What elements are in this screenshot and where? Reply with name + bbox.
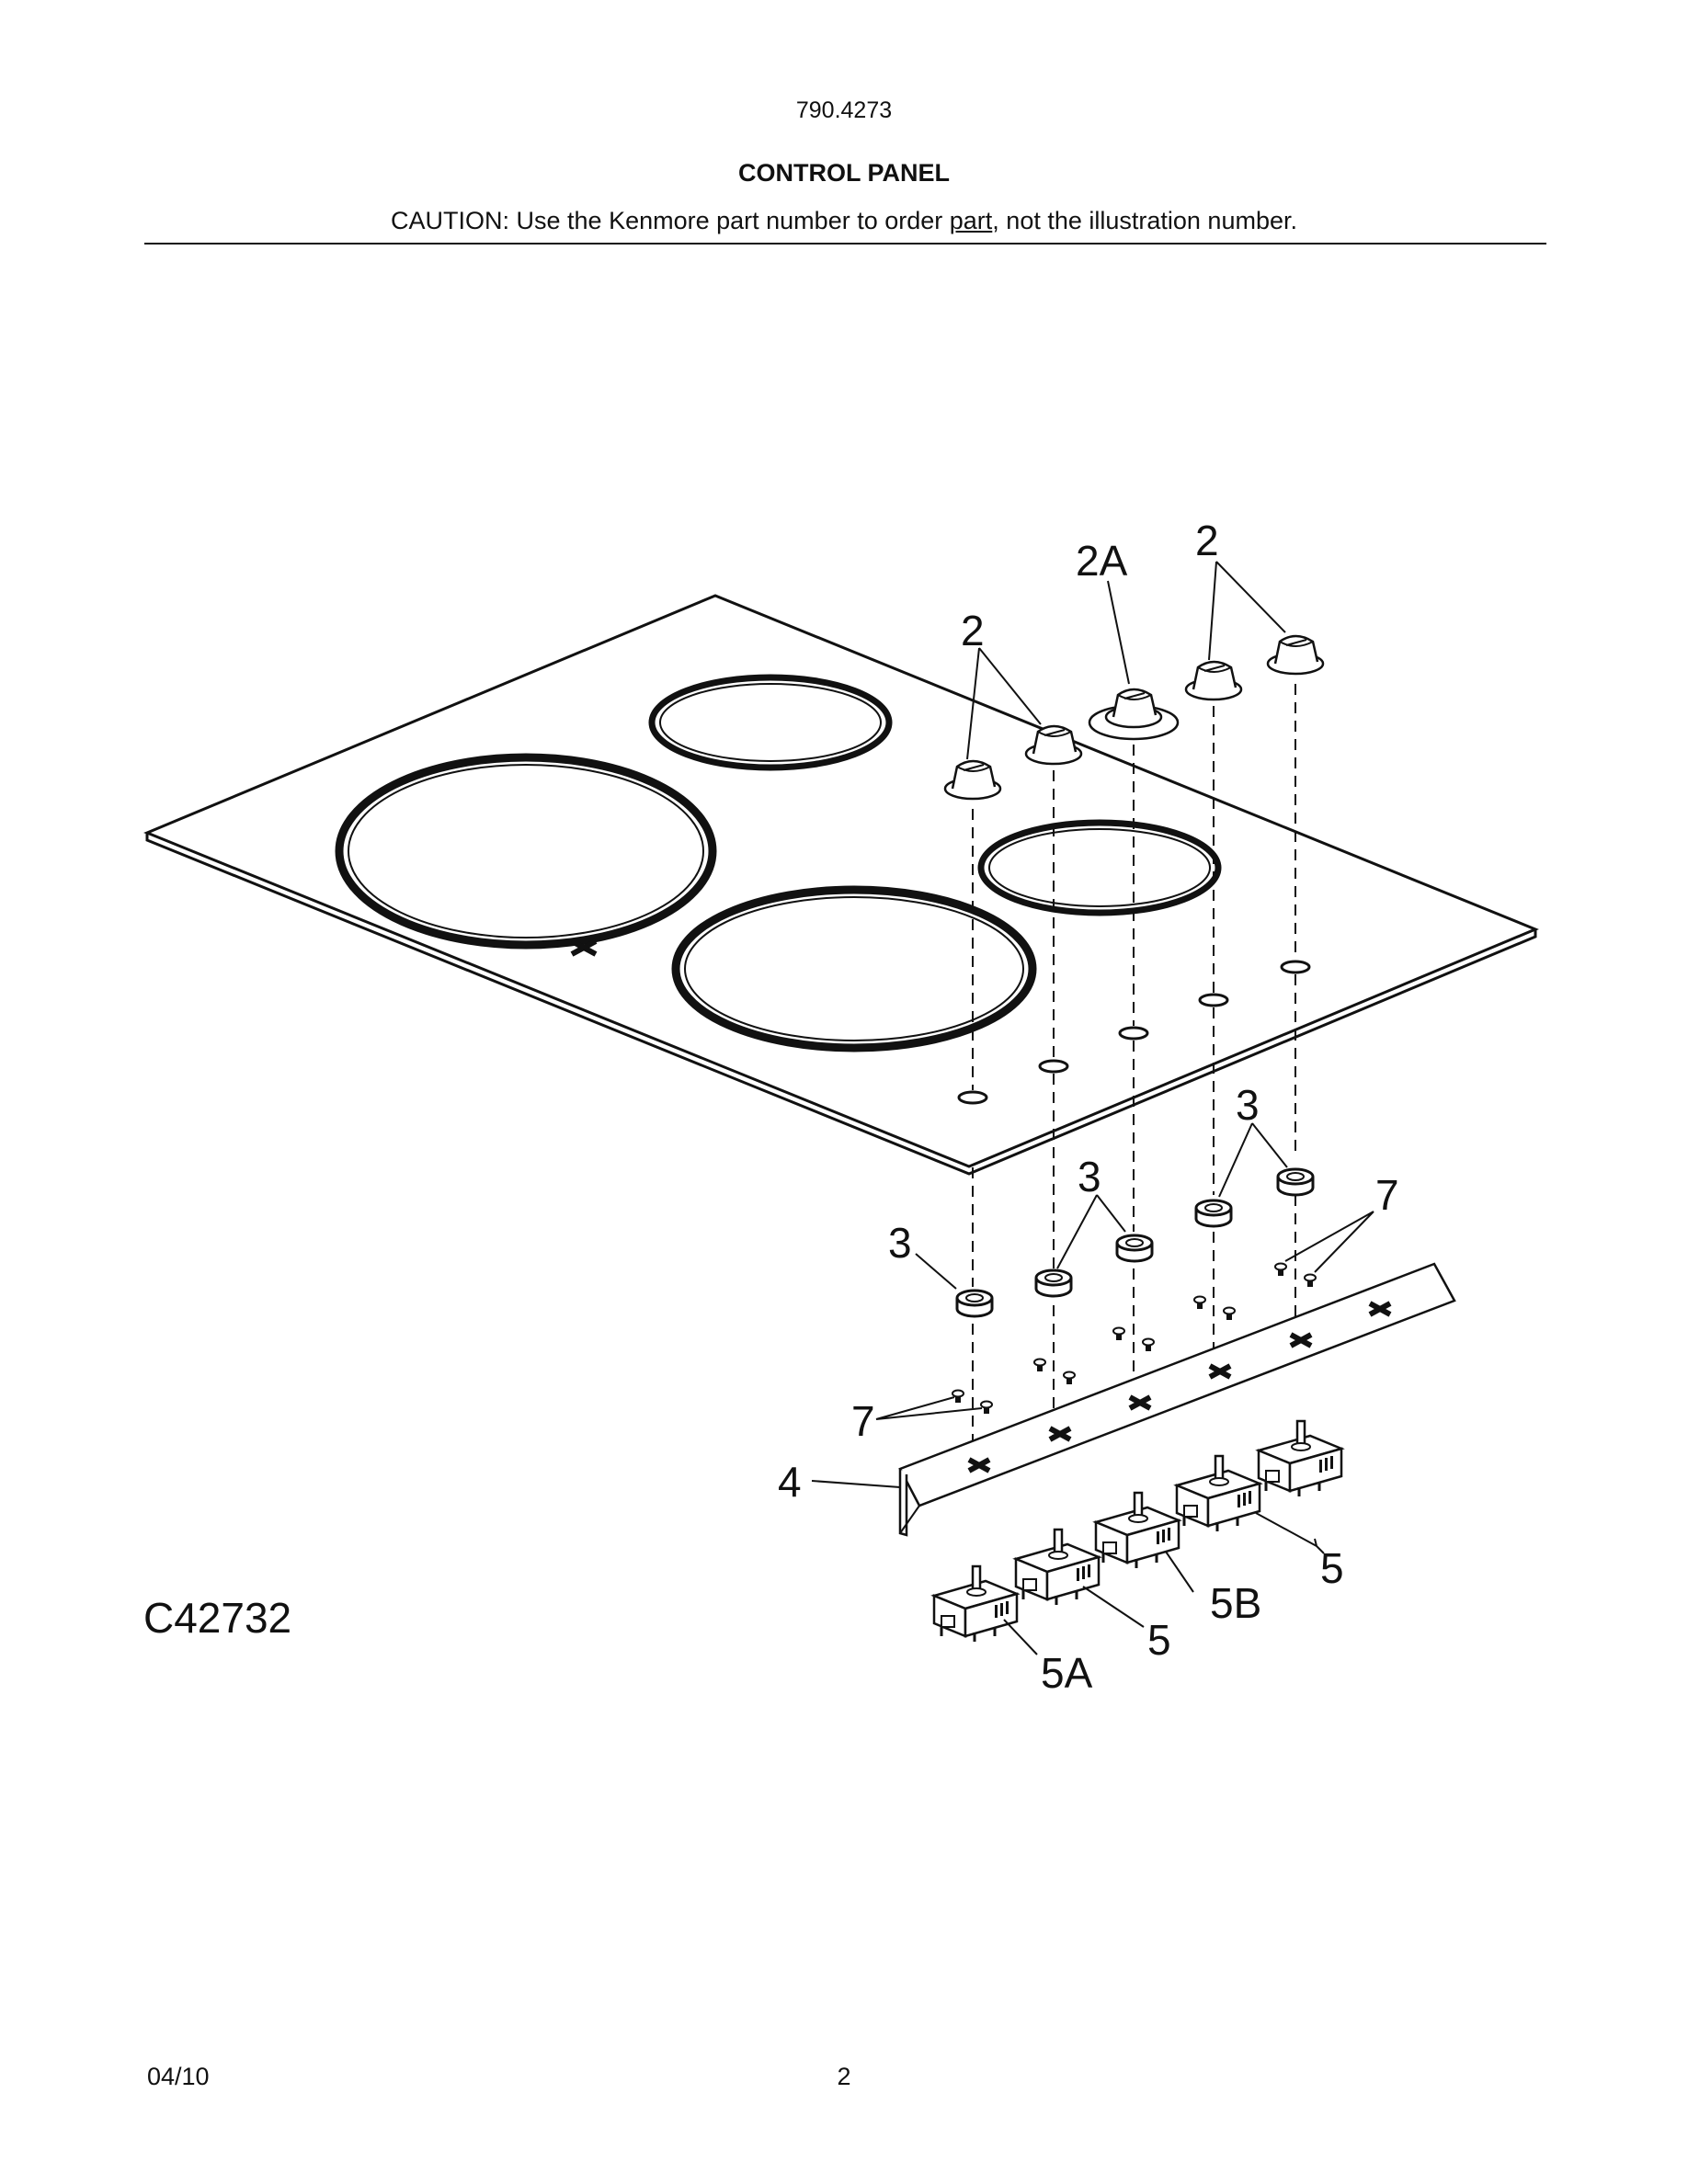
header-divider	[144, 243, 1546, 245]
screw-icon	[1223, 1306, 1236, 1321]
seal-icon	[955, 1289, 994, 1318]
knob-icon	[1266, 634, 1325, 676]
callout-switch-5a: 5A	[1041, 1649, 1093, 1697]
burner-element-right	[977, 819, 1222, 916]
screw-icon	[1063, 1371, 1076, 1385]
caution-text-after: , not the illustration number.	[992, 207, 1297, 234]
page-number: 2	[837, 2063, 851, 2090]
section-title: CONTROL PANEL	[737, 159, 950, 187]
model-number: 790.4273	[795, 97, 893, 123]
callout-switch-5-right: 5	[1320, 1544, 1344, 1592]
callout-screw-7-left: 7	[851, 1397, 875, 1445]
callout-seal-3-mid: 3	[1078, 1153, 1101, 1200]
callout-switch-5b: 5B	[1210, 1579, 1261, 1627]
callout-knob-2-right: 2	[1195, 517, 1219, 564]
seal-icon	[1194, 1199, 1233, 1228]
switch-icon	[1094, 1491, 1180, 1570]
callout-bracket-4: 4	[778, 1458, 802, 1506]
seal-icon	[1276, 1167, 1315, 1197]
hot-surface-mark	[570, 938, 598, 957]
knob-shaft-holes	[957, 960, 1311, 1105]
screw-icon	[1142, 1337, 1155, 1352]
callout-seal-3-right: 3	[1236, 1081, 1260, 1129]
switch-bracket	[898, 1262, 1456, 1537]
screw-icon	[1193, 1295, 1206, 1310]
callout-leaders	[811, 561, 1374, 1655]
cooktop-glass	[143, 594, 1539, 1176]
assembly-guide-lines	[972, 684, 1296, 1462]
callout-knob-2-left: 2	[961, 607, 985, 654]
callout-knob-2a: 2A	[1076, 537, 1128, 585]
screw-icon	[952, 1389, 964, 1404]
burner-element-back	[648, 674, 893, 771]
seal-icon	[1034, 1268, 1073, 1298]
screw-icon	[1112, 1326, 1125, 1341]
caution-text-before: CAUTION: Use the Kenmore part number to …	[391, 207, 950, 234]
callout-seal-3-left: 3	[888, 1219, 912, 1267]
switch-icon	[1257, 1419, 1343, 1498]
burner-element-front	[671, 885, 1037, 1052]
callout-screw-7-right: 7	[1375, 1171, 1399, 1219]
knob-icon	[1184, 660, 1243, 701]
switch-icon	[932, 1564, 1019, 1644]
switch-icon	[1175, 1454, 1261, 1533]
caution-note: CAUTION: Use the Kenmore part number to …	[0, 207, 1688, 235]
caution-text-underlined: part	[949, 207, 993, 234]
screw-icon	[1033, 1358, 1046, 1372]
seal-icon	[1115, 1234, 1154, 1263]
drawing-id: C42732	[143, 1594, 291, 1642]
switch-icon	[1014, 1528, 1101, 1607]
screw-icon	[1274, 1262, 1287, 1277]
callout-switch-5-mid: 5	[1147, 1616, 1171, 1664]
knob-2a-icon	[1088, 688, 1180, 741]
burner-element-left	[335, 753, 717, 950]
screw-icon	[980, 1400, 993, 1415]
footer-date: 04/10	[147, 2063, 210, 2090]
screw-icon	[1304, 1273, 1317, 1288]
